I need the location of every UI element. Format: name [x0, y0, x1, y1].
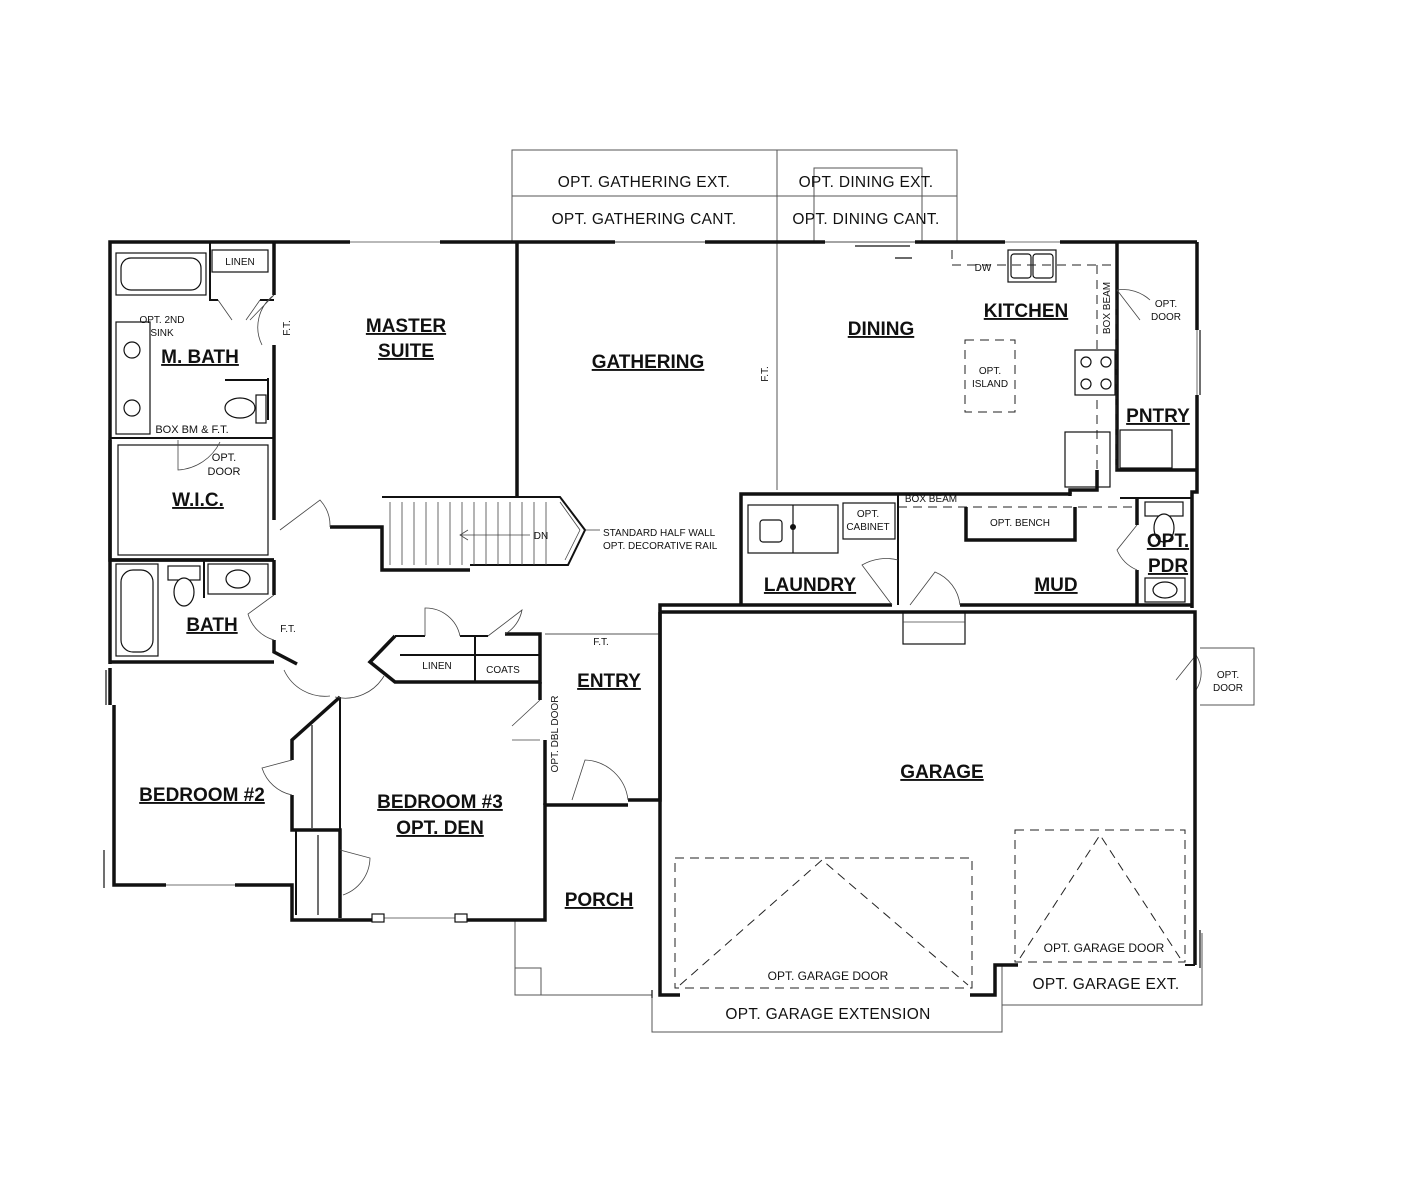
note-dw: DW: [975, 263, 992, 274]
room-dining: DINING: [848, 319, 915, 340]
fixtures: [103, 249, 1201, 998]
room-opt-pdr-line2: PDR: [1148, 556, 1188, 577]
note-opt-2nd-sink-1: OPT. 2ND: [139, 315, 184, 326]
room-entry: ENTRY: [577, 671, 641, 692]
room-porch: PORCH: [565, 890, 634, 911]
room-master-suite-line2: SUITE: [378, 341, 434, 362]
note-coats: COATS: [486, 665, 520, 676]
opt-garage-extension: OPT. GARAGE EXTENSION: [725, 1006, 930, 1023]
room-bedroom-2: BEDROOM #2: [139, 785, 265, 806]
note-opt-dbl-door: OPT. DBL DOOR: [550, 696, 561, 773]
note-box-beam-mud: BOX BEAM: [905, 494, 957, 505]
note-opt-cabinet-2: CABINET: [846, 522, 889, 533]
note-ft-entry: F.T.: [593, 637, 609, 648]
opt-garage-door-right: OPT. GARAGE DOOR: [1044, 941, 1165, 955]
note-wic-opt-door-1: OPT.: [212, 452, 236, 464]
note-opt-cabinet-1: OPT.: [857, 509, 879, 520]
note-linen-top: LINEN: [225, 257, 254, 268]
note-opt-2nd-sink-2: SINK: [150, 328, 174, 339]
note-garage-opt-door-2: DOOR: [1213, 683, 1243, 694]
note-opt-island-1: OPT.: [979, 366, 1001, 377]
opt-gathering-cant: OPT. GATHERING CANT.: [552, 211, 737, 228]
room-kitchen: KITCHEN: [984, 301, 1068, 322]
note-stair-2: OPT. DECORATIVE RAIL: [603, 541, 718, 552]
note-stair-1: STANDARD HALF WALL: [603, 528, 716, 539]
room-opt-den: OPT. DEN: [396, 818, 484, 839]
opt-garage-door-left: OPT. GARAGE DOOR: [768, 969, 889, 983]
option-labels: OPT. GATHERING EXT. OPT. GATHERING CANT.…: [552, 174, 1180, 1023]
opt-dining-cant: OPT. DINING CANT.: [792, 211, 939, 228]
room-laundry: LAUNDRY: [764, 575, 857, 596]
room-gathering: GATHERING: [592, 352, 705, 373]
note-stair-dn: DN: [534, 531, 548, 542]
note-opt-bench: OPT. BENCH: [990, 518, 1050, 529]
interior-walls: [108, 242, 1197, 918]
note-pantry-opt-door-1: OPT.: [1155, 299, 1177, 310]
staircase: [389, 501, 600, 565]
room-wic: W.I.C.: [172, 490, 224, 511]
note-garage-opt-door-1: OPT.: [1217, 670, 1239, 681]
note-box-bm-ft: BOX BM & F.T.: [155, 424, 228, 436]
room-opt-pdr-line1: OPT.: [1147, 531, 1189, 552]
note-ft-master: F.T.: [282, 320, 293, 336]
doors: [177, 245, 1151, 896]
optional-extensions: [511, 149, 1255, 1033]
room-bedroom-3: BEDROOM #3: [377, 792, 503, 813]
room-labels: MASTER SUITE M. BATH W.I.C. BATH BEDROOM…: [139, 301, 1190, 911]
note-linen-hall: LINEN: [422, 661, 451, 672]
room-master-suite-line1: MASTER: [366, 316, 447, 337]
room-mud: MUD: [1034, 575, 1077, 596]
notes: LINEN OPT. 2ND SINK BOX BM & F.T. OPT. D…: [139, 257, 1243, 772]
room-bath: BATH: [186, 615, 237, 636]
note-ft-gathering: F.T.: [760, 366, 771, 382]
note-box-beam-kitchen: BOX BEAM: [1102, 282, 1113, 334]
opt-dining-ext: OPT. DINING EXT.: [799, 174, 934, 191]
note-pantry-opt-door-2: DOOR: [1151, 312, 1181, 323]
opt-garage-ext: OPT. GARAGE EXT.: [1033, 976, 1180, 993]
opt-gathering-ext: OPT. GATHERING EXT.: [558, 174, 731, 191]
note-opt-island-2: ISLAND: [972, 379, 1008, 390]
room-m-bath: M. BATH: [161, 347, 239, 368]
note-ft-bath: F.T.: [280, 624, 296, 635]
note-wic-opt-door-2: DOOR: [208, 466, 241, 478]
room-garage: GARAGE: [900, 762, 983, 783]
room-pantry: PNTRY: [1126, 406, 1190, 427]
